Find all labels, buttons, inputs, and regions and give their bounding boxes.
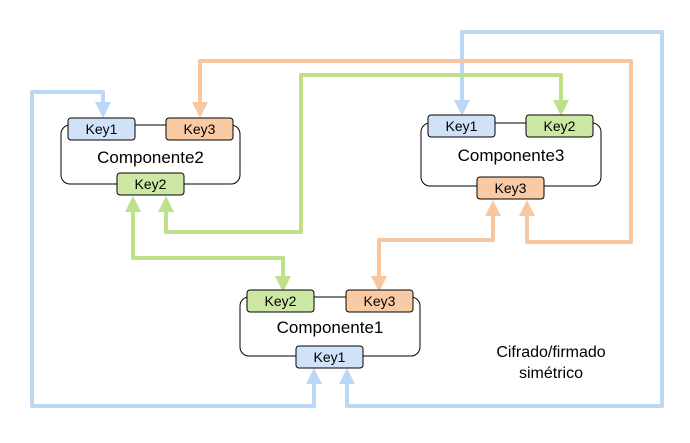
key-label: Key3: [364, 293, 396, 309]
key-badge-key1: [295, 345, 364, 369]
key-badge-key3: [345, 289, 414, 313]
key-label: Key1: [86, 121, 118, 137]
key-label: Key1: [314, 349, 346, 365]
key-badge-key2: [525, 114, 594, 138]
key-label: Key1: [446, 118, 478, 134]
connectors: [30, 30, 664, 408]
key-badge-key3: [165, 117, 234, 141]
key-label: Key3: [495, 180, 527, 196]
caption-line-2: simétrico: [519, 365, 583, 382]
component-name: Componente3: [458, 146, 565, 165]
diagram-caption: Cifrado/firmado simétrico: [496, 344, 605, 382]
key-label: Key2: [265, 293, 297, 309]
key-badge-key2: [246, 289, 315, 313]
connector-orange-c3-c1: [371, 200, 501, 292]
key-label: Key2: [135, 176, 167, 192]
connector-blue-c1-c3: [339, 30, 664, 408]
component-name: Componente2: [97, 148, 204, 167]
component-componente3: Key1 Key2 Componente3 Key3: [420, 114, 602, 200]
caption-line-1: Cifrado/firmado: [496, 344, 605, 361]
key-badge-key3: [476, 176, 545, 200]
key-badge-key1: [67, 117, 136, 141]
key-label: Key2: [544, 118, 576, 134]
connector-green-c2-c1: [125, 196, 291, 292]
key-badge-key1: [427, 114, 496, 138]
component-componente2: Key1 Key3 Componente2 Key2: [60, 117, 241, 196]
key-label: Key3: [184, 121, 216, 137]
component-componente1: Key2 Key3 Componente1 Key1: [239, 289, 421, 369]
component-name: Componente1: [277, 318, 384, 337]
connector-orange-c3-c2: [192, 59, 633, 244]
connector-blue-c1-c2: [30, 90, 322, 408]
key-badge-key2: [116, 172, 185, 196]
